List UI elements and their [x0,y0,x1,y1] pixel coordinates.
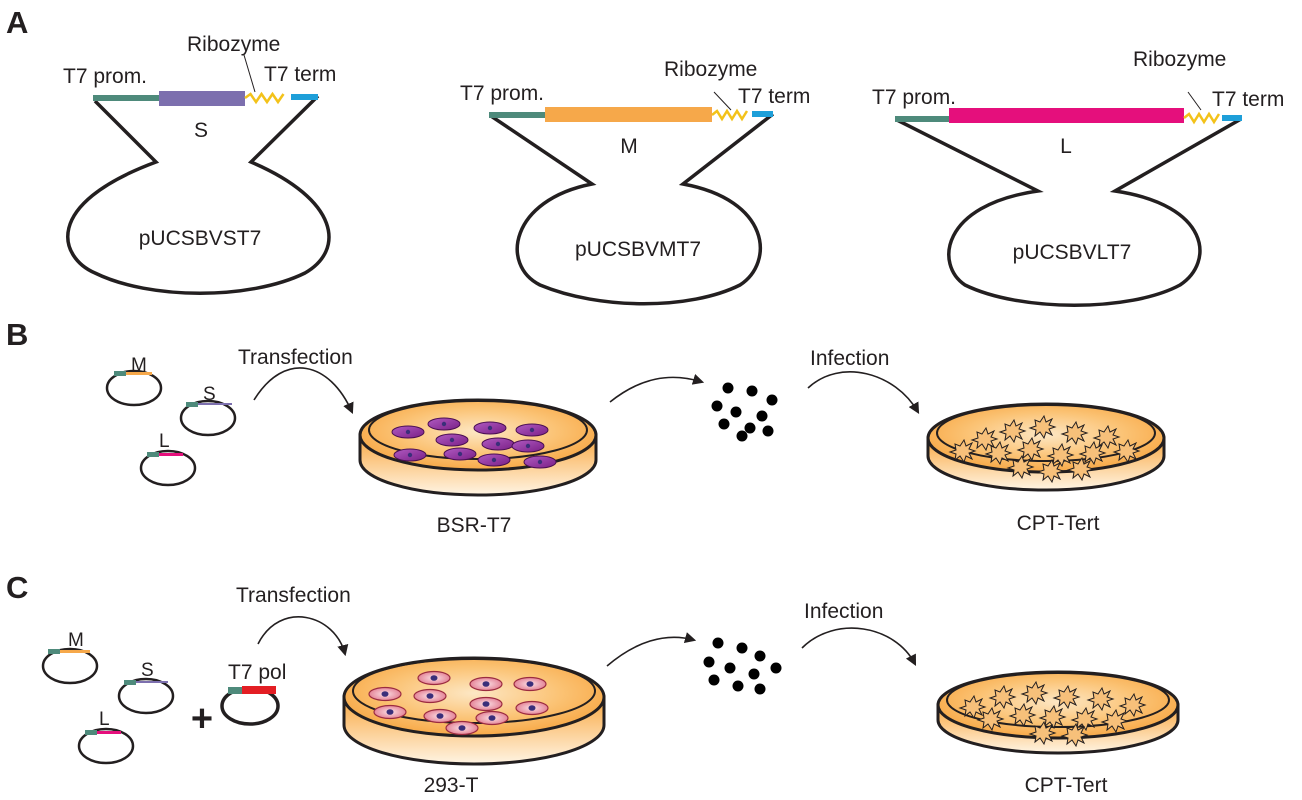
purple-cells [391,417,557,469]
producer-cells-label-b: BSR-T7 [437,514,512,537]
terminator-region-l [1222,115,1242,121]
ribozyme-leader-m [713,91,732,111]
ribozyme-m [711,108,749,122]
promoter-region-m [489,112,545,118]
promoter-region-s [93,95,159,101]
panel-c: C M S L + T7 pol Transfection [6,570,1180,797]
terminator-label-m: T7 term [738,85,810,108]
release-arrow-b [609,373,705,403]
panel-c-letter: C [6,570,28,605]
infection-label-b: Infection [810,347,889,370]
construct-l: T7 prom. Ribozyme T7 term L pUCSBVLT7 [872,48,1284,307]
promoter-label-l: T7 prom. [872,86,956,109]
plus-sign: + [191,698,213,740]
plasmid-s-backbone [66,94,331,295]
segment-label-m: M [620,135,638,158]
infected-cells-c [958,680,1147,748]
panel-a: A T7 prom. Ribozyme T7 term S pUCSBVST7 … [6,5,1284,307]
segment-m-insert [545,107,712,122]
target-cells-label-b: CPT-Tert [1017,512,1100,535]
plasmid-t7pol: T7 pol [220,661,286,726]
plasmid-name-l: pUCSBVLT7 [1013,241,1132,264]
panel-b: B M S L Transfection [6,317,1166,537]
virions-c [703,637,782,695]
dish-bsr-t7 [358,398,598,497]
plasmid-s-label-c: S [141,660,154,681]
construct-m: T7 prom. Ribozyme T7 term M pUCSBVMT7 [460,58,810,306]
plasmid-m-label-b: M [131,355,147,376]
ribozyme-s [244,91,285,105]
infected-cells-b [948,414,1141,484]
plasmid-s-small-c: S [117,660,175,715]
plasmid-m-label-c: M [68,630,84,651]
plasmid-name-m: pUCSBVMT7 [575,238,701,261]
plasmid-l-small-c: L [77,709,135,765]
infection-label-c: Infection [804,600,883,623]
plasmid-m-backbone [490,112,775,306]
segment-label-l: L [1060,135,1072,158]
ribozyme-leader-l [1187,91,1202,111]
terminator-label-s: T7 term [264,63,336,86]
segment-s-insert [159,91,245,106]
transfection-arrow-b [253,367,354,415]
plasmid-l-small-b: L [139,431,197,487]
plasmid-l-backbone [896,117,1242,307]
dish-cpt-tert-c [936,670,1180,755]
producer-cells-label-c: 293-T [424,774,479,797]
infection-arrow-c [801,627,917,666]
terminator-label-l: T7 term [1212,88,1284,111]
ribozyme-label-m: Ribozyme [664,58,757,81]
transfection-arrow-c [257,616,349,657]
transfection-label-b: Transfection [238,346,353,369]
t7pol-label: T7 pol [228,661,286,684]
dish-293t [342,656,606,766]
panel-a-letter: A [6,5,28,40]
panel-b-letter: B [6,317,28,352]
promoter-label-s: T7 prom. [63,65,147,88]
construct-s: T7 prom. Ribozyme T7 term S pUCSBVST7 [63,33,336,295]
target-cells-label-c: CPT-Tert [1025,774,1108,797]
plasmid-m-small-c: M [41,630,99,685]
plasmid-s-label-b: S [203,384,216,405]
ribozyme-label-s: Ribozyme [187,33,280,56]
plasmid-s-small-b: S [179,384,237,437]
pink-cells [368,670,549,736]
transfection-label-c: Transfection [236,584,351,607]
virions-b [711,382,778,442]
promoter-label-m: T7 prom. [460,82,544,105]
ribozyme-label-l: Ribozyme [1133,48,1226,71]
ribozyme-leader-s [243,54,256,93]
terminator-region-m [752,111,773,117]
release-arrow-c [606,632,697,667]
segment-l-insert [949,108,1184,123]
plasmid-name-s: pUCSBVST7 [139,227,262,250]
promoter-region-l [895,116,949,122]
infection-arrow-b [807,371,920,414]
terminator-region-s [291,94,318,100]
segment-label-s: S [194,119,208,142]
ribozyme-l [1183,111,1221,125]
plasmid-m-small-b: M [105,355,163,407]
plasmid-l-label-c: L [99,709,110,730]
plasmid-l-label-b: L [159,431,170,452]
dish-cpt-tert-b [926,402,1166,492]
